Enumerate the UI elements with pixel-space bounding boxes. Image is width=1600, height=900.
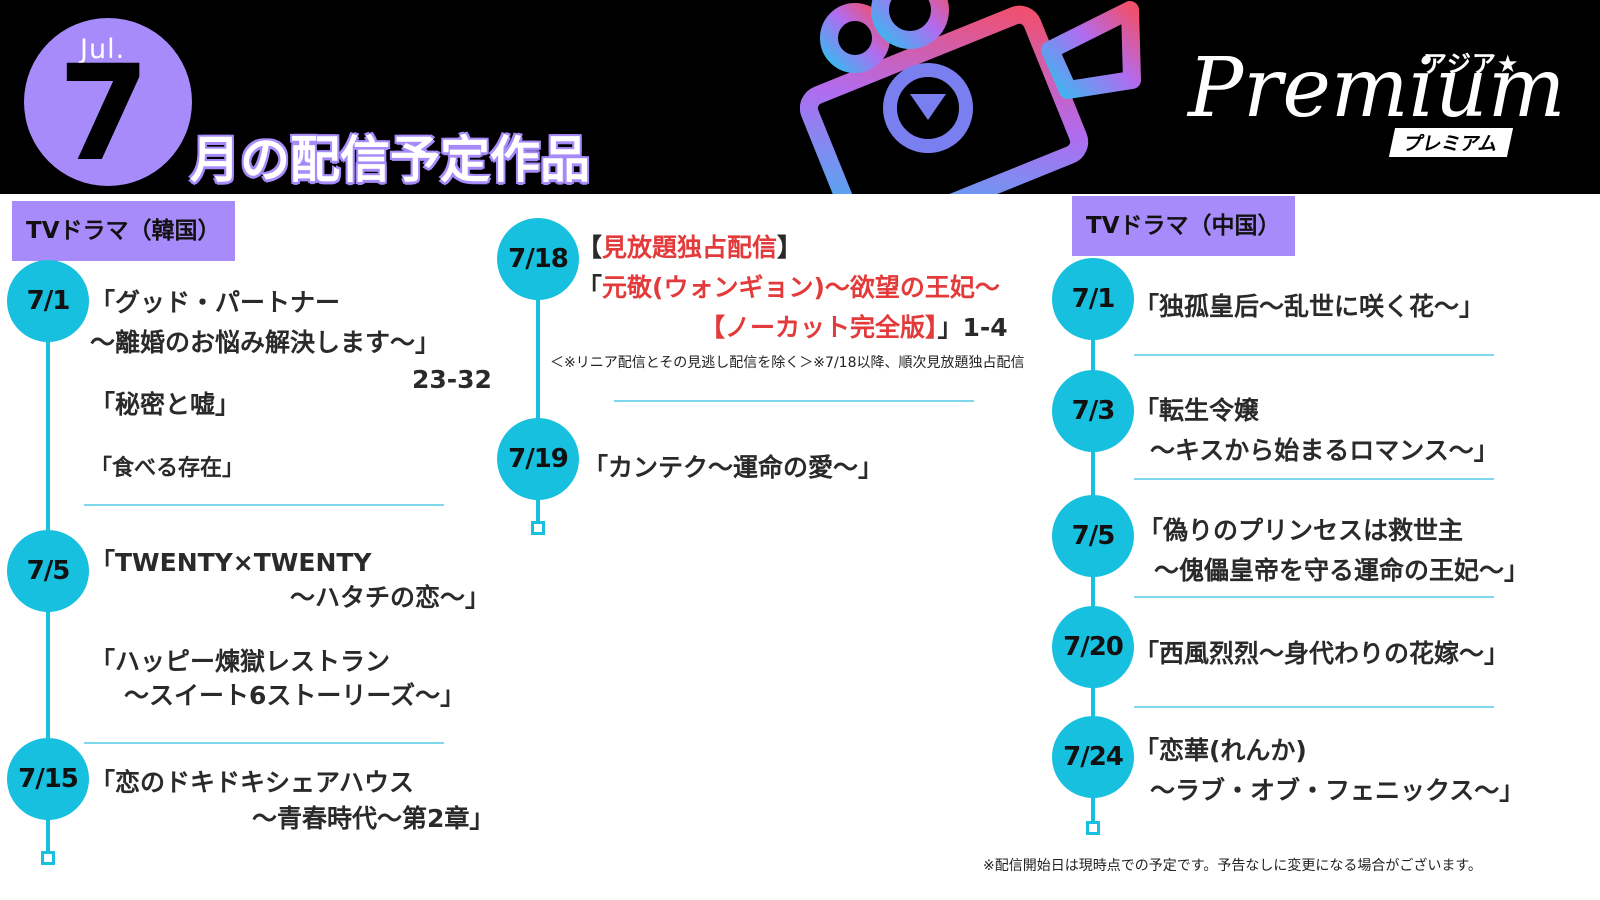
page-title: 月の配信予定作品 <box>190 131 590 189</box>
month-number: 7 <box>58 37 150 191</box>
date-badge-7-3: 7/3 <box>1052 370 1134 452</box>
timeline-line-middle <box>536 250 540 526</box>
title-line: 「恋華(れんか) <box>1134 736 1307 765</box>
header-banner: Jul. 7 月の配信予定作品 アジア★ Premium プレミアム <box>0 0 1600 194</box>
title-line: 「転生令嬢 <box>1134 396 1260 425</box>
title-line: 「グッド・パートナー <box>90 288 341 317</box>
date-badge-7-1: 7/1 <box>1052 258 1134 340</box>
title-line: 「カンテク～運命の愛～」 <box>583 453 884 482</box>
title-line: 「独孤皇后～乱世に咲く花～」 <box>1134 292 1485 321</box>
date-badge-7-1: 7/1 <box>7 260 89 342</box>
section-label-china: TVドラマ（中国） <box>1072 196 1295 256</box>
video-camera-icon <box>800 0 1141 194</box>
title-line: 「偽りのプリンセスは救世主 <box>1138 516 1464 545</box>
date-badge-7-24: 7/24 <box>1052 716 1134 798</box>
title-line: ～ラブ・オブ・フェニックス～」 <box>1150 776 1525 805</box>
title-line: 「TWENTY×TWENTY <box>90 548 372 577</box>
date-badge-7-15: 7/15 <box>7 738 89 820</box>
asia-premium-logo: アジア★ Premium プレミアム <box>1188 41 1566 157</box>
footer-disclaimer: ※配信開始日は現時点での予定です。予告なしに変更になる場合がございます。 <box>983 858 1482 874</box>
title-line: ～離婚のお悩み解決します～」 <box>90 328 441 357</box>
title-line: 【見放題独占配信】 <box>577 233 803 262</box>
title-line: ～傀儡皇帝を守る運命の王妃～」 <box>1154 556 1530 585</box>
exclusive-label: 見放題独占配信 <box>602 233 778 262</box>
distribution-note: ＜※リニア配信とその見逃し配信を除く＞※7/18以降、順次見放題独占配信 <box>550 355 1025 371</box>
date-badge-7-5: 7/5 <box>7 530 89 612</box>
title-line: ～ハタチの恋～」 <box>290 583 491 612</box>
date-badge-7-18: 7/18 <box>497 218 579 300</box>
date-badge-7-5: 7/5 <box>1052 495 1134 577</box>
date-badge-7-20: 7/20 <box>1052 606 1134 688</box>
title-line: ～スイート6ストーリーズ～」 <box>124 681 466 710</box>
title-line: 【ノーカット完全版】」1-4 <box>700 313 1008 342</box>
divider <box>614 400 974 402</box>
title-line: 「西風烈烈～身代わりの花嫁～」 <box>1134 639 1510 668</box>
timeline-end-marker <box>1086 821 1100 835</box>
title-line: ～青春時代～第2章」 <box>252 804 495 833</box>
title-line: 「ハッピー煉獄レストラン <box>90 647 391 676</box>
divider <box>1134 596 1494 598</box>
title-line: 「恋のドキドキシェアハウス <box>90 768 415 797</box>
title-line: 「食べる存在」 <box>90 456 245 481</box>
month-abbr: Jul. <box>80 34 126 65</box>
divider <box>1134 478 1494 480</box>
timeline-end-marker <box>531 521 545 535</box>
title-line: 「秘密と嘘」 <box>90 390 241 419</box>
divider <box>1134 706 1494 708</box>
month-badge <box>24 18 192 186</box>
title-line: 「元敬(ウォンギョン)～欲望の王妃～ <box>577 273 1000 302</box>
divider <box>84 742 444 744</box>
timeline-end-marker <box>41 851 55 865</box>
title-line: ～キスから始まるロマンス～」 <box>1150 436 1499 465</box>
section-label-korea: TVドラマ（韓国） <box>12 201 235 261</box>
divider <box>84 504 444 506</box>
episode-range: 23-32 <box>412 365 492 394</box>
date-badge-7-19: 7/19 <box>497 418 579 500</box>
divider <box>1134 354 1494 356</box>
